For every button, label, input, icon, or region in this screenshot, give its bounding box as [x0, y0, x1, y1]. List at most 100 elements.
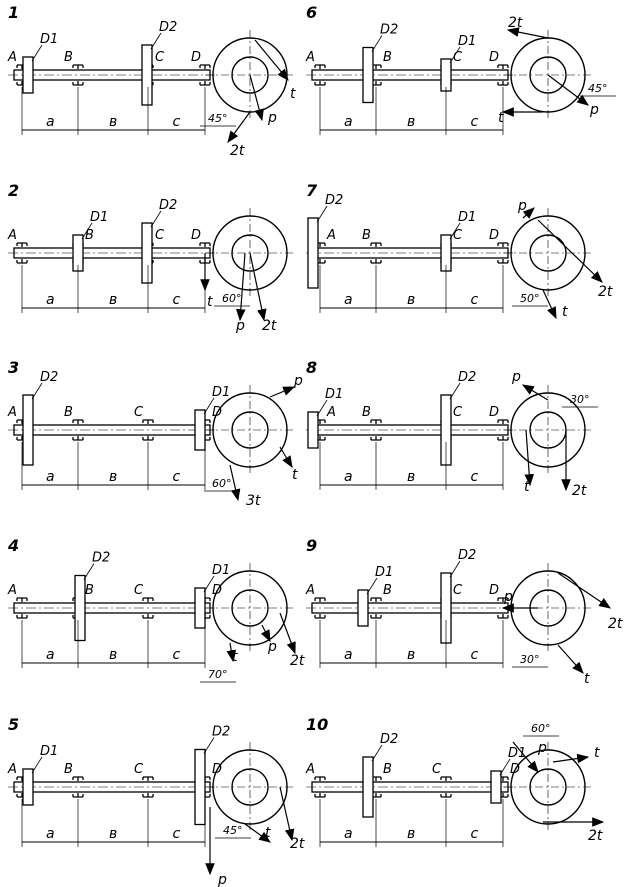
bearing-label: D	[191, 228, 201, 243]
bearing-label: C	[453, 50, 463, 65]
disk-label: D1	[40, 744, 58, 759]
dimension-label: a	[46, 469, 55, 485]
force-label: t	[265, 825, 271, 841]
bearing-label: A	[7, 762, 17, 777]
disk-leader	[366, 577, 378, 595]
disk-leader	[203, 575, 215, 593]
bearing-label: B	[383, 583, 392, 598]
dimension-label: в	[407, 292, 415, 308]
disk-label: D1	[508, 746, 526, 761]
bearing-B	[370, 597, 382, 619]
angle-label: 60°	[222, 292, 242, 305]
force-label: p	[537, 740, 547, 756]
disk-D2	[307, 217, 319, 289]
panel-number: 1	[8, 3, 19, 22]
force-label: 2t	[262, 318, 277, 334]
bearing-label: B	[64, 50, 73, 65]
force-arrow-3t	[229, 464, 241, 502]
disk-label: D2	[380, 23, 398, 38]
panel-number: 3	[8, 358, 19, 377]
disk-leader	[449, 560, 461, 578]
bearing-label: C	[155, 228, 165, 243]
bearing-A	[314, 776, 326, 798]
bearing-C	[142, 419, 154, 441]
force-arrow-2t	[506, 27, 549, 39]
force-label: t	[207, 294, 213, 310]
pulley-centerlines	[205, 563, 295, 653]
bearing-D	[497, 242, 509, 264]
bearing-label: C	[432, 762, 442, 777]
panel-number: 8	[306, 358, 317, 377]
pulley-centerlines	[503, 208, 593, 298]
disk-leader	[499, 758, 511, 776]
force-label: t	[292, 467, 298, 483]
disk-leader	[316, 205, 328, 223]
bearing-D	[497, 419, 509, 441]
panel-number: 4	[7, 536, 19, 555]
bearing-label: D	[510, 762, 520, 777]
disk-leader	[81, 222, 93, 240]
force-label: 2t	[230, 143, 245, 159]
bearing-label: D	[212, 583, 222, 598]
bearing-label: B	[362, 228, 371, 243]
force-label: 2t	[290, 653, 305, 669]
bearing-C	[142, 776, 154, 798]
bearing-label: B	[64, 762, 73, 777]
bearing-label: A	[7, 50, 17, 65]
pulley-centerlines	[205, 742, 295, 832]
dimension-label: a	[46, 114, 55, 130]
force-arrow-2t	[537, 219, 603, 283]
dimension-label: в	[109, 826, 117, 842]
force-arrow-p	[260, 624, 271, 643]
force-arrow-p	[521, 384, 549, 401]
disk-leader	[31, 756, 43, 774]
bearing-label: D	[191, 50, 201, 65]
dimension-label: c	[471, 826, 479, 842]
force-arrow-2t	[249, 252, 267, 322]
panel-number: 2	[8, 181, 19, 200]
bearing-label: A	[326, 228, 336, 243]
force-arrow-2t	[557, 572, 611, 609]
disk-label: D2	[212, 725, 230, 740]
bearing-label: A	[7, 583, 17, 598]
disk-D2	[141, 222, 153, 284]
disk-leader	[449, 46, 461, 64]
bearing-label: B	[362, 405, 371, 420]
bearing-label: A	[305, 583, 315, 598]
disk-label: D1	[212, 385, 230, 400]
dimension-label: a	[344, 114, 353, 130]
bearing-label: B	[85, 228, 94, 243]
force-label: 2t	[290, 836, 305, 852]
bearing-B	[370, 242, 382, 264]
bearing-label: B	[383, 762, 392, 777]
bearing-D	[497, 597, 509, 619]
bearing-A	[16, 242, 28, 264]
bearing-label: C	[134, 583, 144, 598]
dimension-label: c	[173, 826, 181, 842]
force-arrow-t	[279, 446, 293, 469]
disk-leader	[371, 744, 383, 762]
pulley-centerlines	[205, 385, 295, 475]
bearing-label: D	[489, 405, 499, 420]
force-label: p	[235, 318, 245, 334]
dimension-label: a	[46, 826, 55, 842]
disk-leader	[203, 737, 215, 754]
bearing-C	[142, 597, 154, 619]
angle-label: 45°	[588, 82, 608, 95]
force-label: 2t	[598, 284, 613, 300]
angle-label: 60°	[212, 477, 232, 490]
dimension-label: a	[344, 292, 353, 308]
angle-label: 45°	[223, 824, 243, 837]
force-arrow-p	[269, 386, 296, 398]
force-label: t	[232, 649, 238, 665]
disk-label: D1	[212, 563, 230, 578]
disk-label: D1	[90, 210, 108, 225]
bearing-label: A	[7, 228, 17, 243]
disk-D1	[194, 409, 206, 451]
bearing-label: C	[453, 228, 463, 243]
bearing-label: D	[489, 228, 499, 243]
force-label: 2t	[588, 828, 603, 844]
